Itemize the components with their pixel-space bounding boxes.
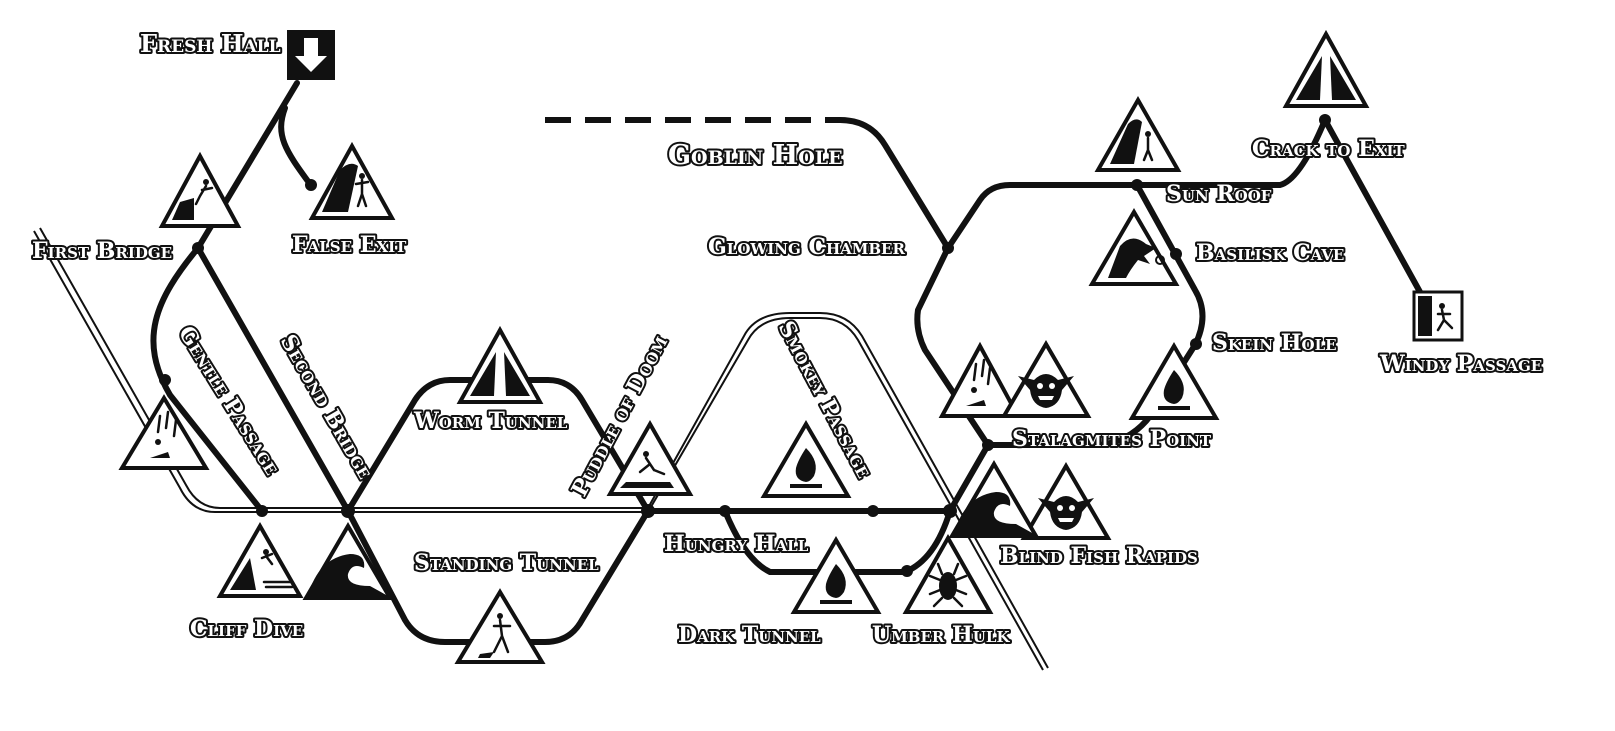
label-standing-tunnel[interactable]: Standing Tunnel xyxy=(412,548,601,578)
node-basilisk[interactable] xyxy=(1170,248,1182,260)
node-blind-fish[interactable] xyxy=(943,504,957,518)
rail-left-outer xyxy=(33,230,648,513)
label-stalagmites-point[interactable]: Stalagmites Point xyxy=(1010,424,1214,454)
rockfall-icon xyxy=(1094,95,1182,172)
label-cliff-dive[interactable]: Cliff Dive xyxy=(188,614,305,644)
node-stalagmites[interactable] xyxy=(982,439,994,451)
fire-icon xyxy=(1128,342,1220,420)
route-glowing-loop-top xyxy=(945,182,1140,251)
label-fresh-hall[interactable]: Fresh Hall xyxy=(138,27,283,60)
fire-icon xyxy=(790,536,882,614)
label-skein-hole[interactable]: Skein Hole xyxy=(1210,328,1339,358)
label-glowing-chamber[interactable]: Glowing Chamber xyxy=(706,232,907,262)
node-crack-to-exit[interactable] xyxy=(1319,114,1331,126)
label-basilisk-cave[interactable]: Basilisk Cave xyxy=(1194,238,1346,268)
rail-smokey-outer xyxy=(647,317,1044,671)
node-second-bridge[interactable] xyxy=(341,504,355,518)
node-false-exit[interactable] xyxy=(305,179,317,191)
route-sun-roof xyxy=(1134,117,1328,188)
narrow-passage-icon xyxy=(1282,29,1370,108)
route-windy-passage xyxy=(1322,117,1423,295)
label-goblin-hole[interactable]: Goblin Hole xyxy=(666,138,845,173)
node-glowing-chamber[interactable] xyxy=(942,242,954,254)
rail-left-inner xyxy=(39,227,648,509)
water-wave-icon xyxy=(948,460,1040,538)
entrance-arrow-icon xyxy=(287,30,335,80)
node-gentle-passage[interactable] xyxy=(159,374,171,386)
water-wave-icon xyxy=(302,522,394,600)
route-second-bridge xyxy=(195,245,351,514)
node-smokey[interactable] xyxy=(867,505,879,517)
node-first-bridge[interactable] xyxy=(192,242,204,254)
falling-rocks-icon xyxy=(938,341,1022,418)
slippery-fall-icon xyxy=(606,419,694,496)
stations xyxy=(159,114,1331,577)
rail-smokey-inner xyxy=(647,312,1049,669)
label-crack-to-exit[interactable]: Crack to Exit xyxy=(1250,134,1408,164)
node-puddle-of-doom[interactable] xyxy=(641,504,655,518)
label-hungry-hall[interactable]: Hungry Hall xyxy=(662,529,811,559)
node-hungry-hall[interactable] xyxy=(719,505,731,517)
goblin-icon xyxy=(1020,462,1112,540)
label-sun-roof[interactable]: Sun Roof xyxy=(1164,179,1274,209)
label-dark-tunnel[interactable]: Dark Tunnel xyxy=(676,620,823,650)
narrow-passage-icon xyxy=(456,325,544,404)
node-sun-roof[interactable] xyxy=(1131,179,1143,191)
label-windy-passage[interactable]: Windy Passage xyxy=(1377,349,1544,379)
label-umber-hulk[interactable]: Umber Hulk xyxy=(870,620,1012,650)
route-dark-tunnel xyxy=(722,508,908,575)
route-false-exit-spur xyxy=(278,105,313,187)
falling-rocks-icon xyxy=(118,394,210,470)
rockfall-icon xyxy=(308,141,396,220)
label-first-bridge[interactable]: First Bridge xyxy=(30,236,174,266)
node-cliff-dive[interactable] xyxy=(256,505,268,517)
node-umber-hulk[interactable] xyxy=(901,565,913,577)
route-goblin-hole xyxy=(837,117,951,251)
exit-sign-icon xyxy=(1412,290,1464,342)
route-glowing-loop-left xyxy=(914,245,991,448)
cliff-dive-icon xyxy=(216,521,304,598)
fire-icon xyxy=(760,420,852,498)
label-false-exit[interactable]: False Exit xyxy=(290,230,409,260)
beetle-icon xyxy=(902,533,994,614)
label-blind-fish-rapids[interactable]: Blind Fish Rapids xyxy=(998,541,1200,571)
cliff-jump-icon xyxy=(158,151,242,228)
goblin-icon xyxy=(1000,340,1092,418)
label-worm-tunnel[interactable]: Worm Tunnel xyxy=(411,406,570,436)
low-ceiling-icon xyxy=(454,588,546,664)
rail-lines xyxy=(33,227,1049,671)
dragon-icon xyxy=(1088,208,1180,286)
node-skein[interactable] xyxy=(1190,338,1202,350)
